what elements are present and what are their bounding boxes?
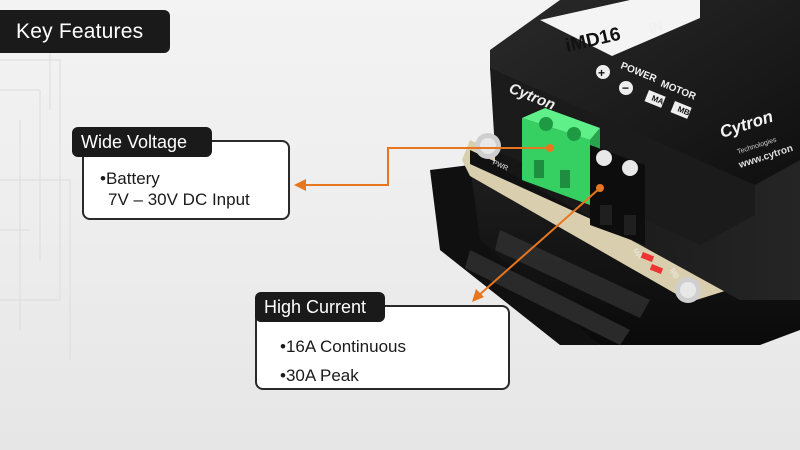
svg-text:MB: MB	[668, 268, 679, 281]
current-callout-text: •16A Continuous •30A Peak	[280, 332, 406, 390]
svg-text:MA: MA	[631, 248, 642, 261]
svg-text:IN: IN	[647, 17, 664, 36]
motor-terminal-block	[590, 145, 645, 245]
svg-text:+: +	[598, 66, 605, 80]
model-label-plate: iMD16 IN	[540, 0, 700, 57]
current-line-2: •30A Peak	[280, 366, 359, 385]
current-line-1: •16A Continuous	[280, 337, 406, 356]
svg-text:MA: MA	[650, 94, 665, 107]
callout-connectors	[305, 147, 601, 297]
voltage-callout-tag: Wide Voltage	[72, 127, 212, 157]
current-connector-line	[477, 187, 601, 297]
svg-text:MB: MB	[676, 105, 691, 118]
voltage-callout-text: •Battery 7V – 30V DC Input	[100, 168, 250, 210]
page-title: Key Features	[0, 10, 170, 53]
voltage-connector-line	[305, 147, 550, 186]
svg-text:−: −	[622, 81, 629, 95]
current-callout-tag: High Current	[255, 292, 385, 322]
voltage-line-1: •Battery	[100, 169, 160, 188]
voltage-line-2: 7V – 30V DC Input	[108, 190, 250, 209]
